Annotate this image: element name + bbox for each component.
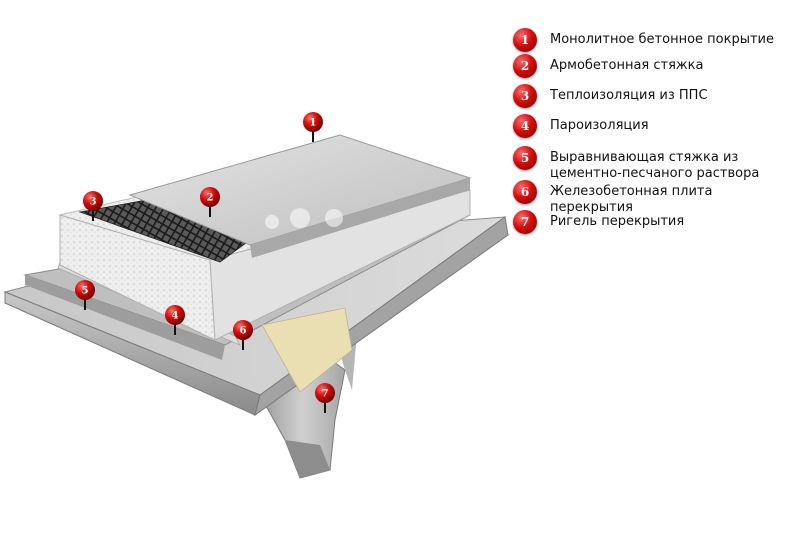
legend-label: Армобетонная стяжка [550, 58, 704, 73]
concrete-topping [128, 134, 472, 258]
legend-badge: 6 [513, 180, 537, 204]
diagram-marker-number: 6 [240, 326, 247, 337]
legend-item-3: 3 Теплоизоляция из ППС [513, 84, 708, 108]
diagram-marker-1: 1 [303, 112, 323, 142]
legend-badge: 1 [513, 28, 537, 52]
diagram-marker-number: 7 [322, 389, 329, 400]
diagram-marker-5: 5 [75, 280, 95, 310]
legend-label: Выравнивающая стяжка из цементно-песчано… [550, 150, 760, 181]
diagram-marker-number: 3 [90, 197, 97, 208]
diagram-marker-4: 4 [165, 305, 185, 335]
diagram-marker-7: 7 [315, 383, 335, 413]
diagram-marker-number: 1 [310, 118, 317, 129]
legend-item-7: 7 Ригель перекрытия [513, 210, 684, 234]
legend-item-2: 2 Армобетонная стяжка [513, 54, 703, 78]
diagram-marker-number: 4 [172, 311, 179, 322]
legend-label: Пароизоляция [550, 118, 649, 133]
diagram-marker-3: 3 [83, 191, 103, 221]
legend-badge: 5 [513, 146, 537, 170]
legend-item-6: 6 Железобетонная плита перекрытия [513, 180, 798, 216]
legend-label: Монолитное бетонное покрытие [550, 32, 775, 47]
legend-item-4: 4 Пароизоляция [513, 114, 649, 138]
watermark [265, 208, 343, 229]
legend-badge: 2 [513, 54, 537, 78]
beam-insulation-strip [261, 307, 353, 393]
legend-badge: 4 [513, 114, 537, 138]
legend-label: Железобетонная плита перекрытия [550, 184, 713, 215]
legend-item-1: 1 Монолитное бетонное покрытие [513, 28, 774, 52]
diagram-marker-number: 5 [82, 286, 89, 297]
legend-label: Ригель перекрытия [550, 214, 685, 229]
diagram-marker-number: 2 [207, 193, 214, 204]
legend-label: Теплоизоляция из ППС [550, 88, 708, 103]
diagram-marker-2: 2 [200, 187, 220, 217]
legend-item-5: 5 Выравнивающая стяжка из цементно-песчан… [513, 146, 759, 182]
legend-badge: 3 [513, 84, 537, 108]
diagram-marker-6: 6 [233, 320, 253, 350]
legend-badge: 7 [513, 210, 537, 234]
